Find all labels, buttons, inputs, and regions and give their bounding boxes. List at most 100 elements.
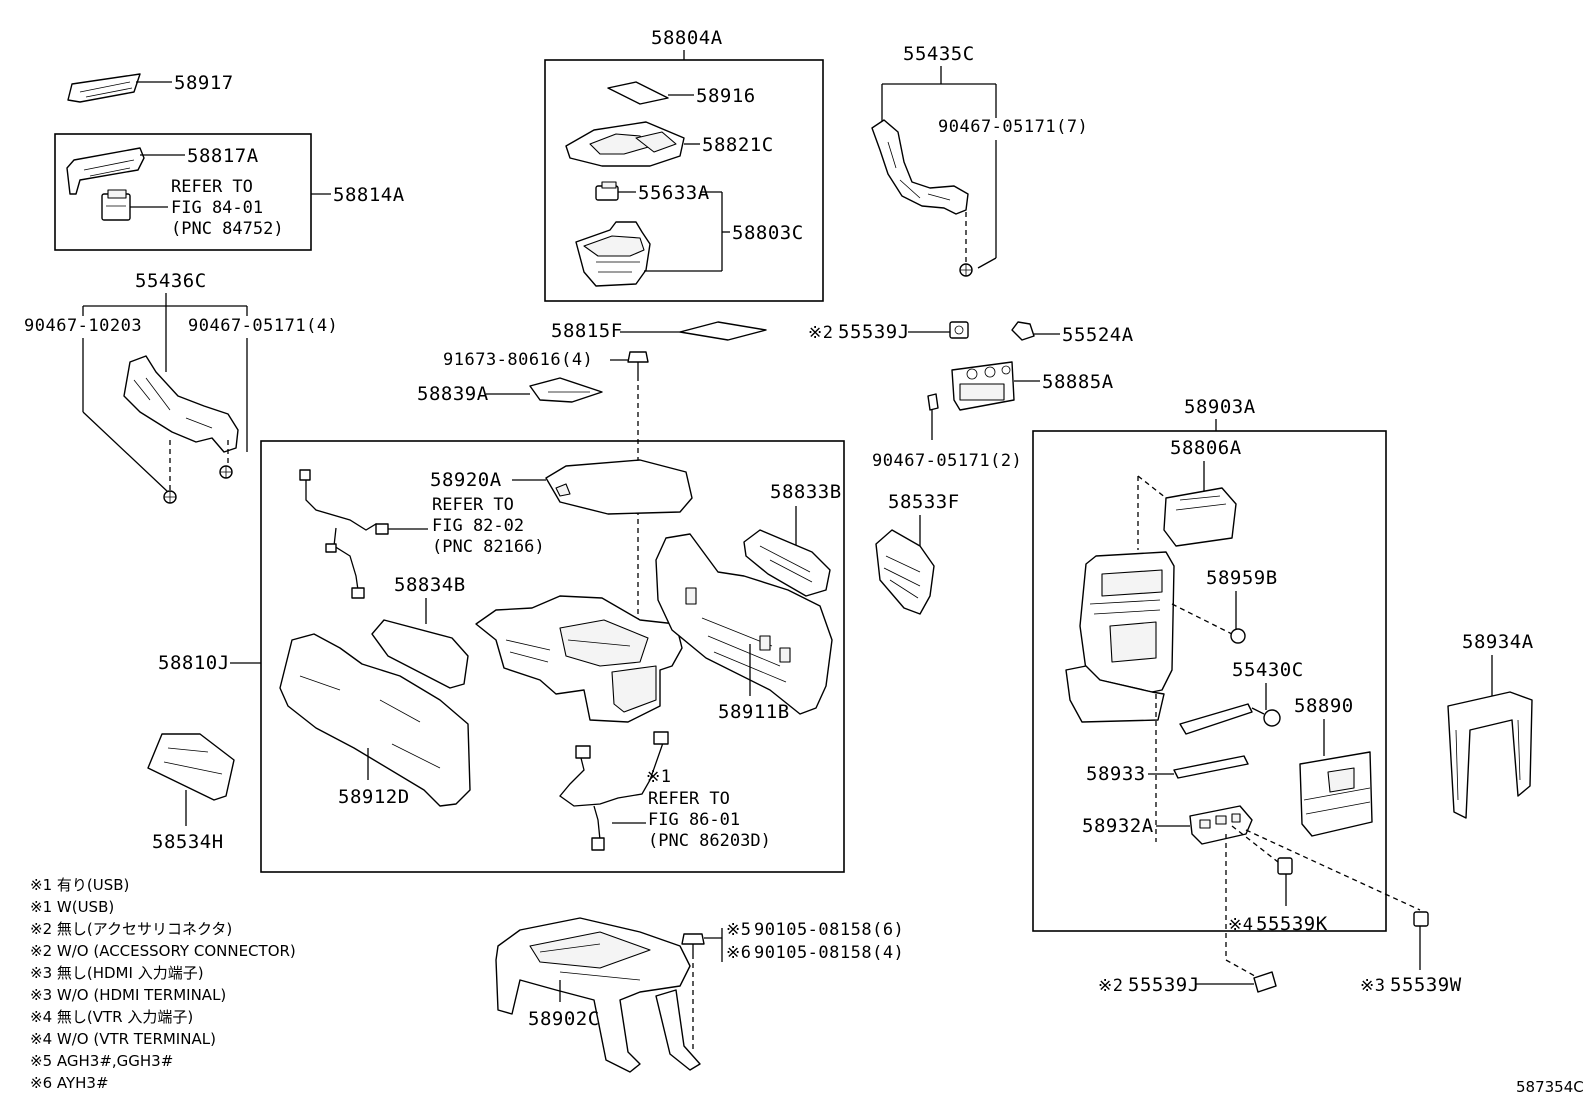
label-55539W: 55539W xyxy=(1390,974,1462,996)
label-mark-1: ※1 xyxy=(646,767,671,787)
label-mark-5: ※5 xyxy=(726,920,751,940)
part-58533F[interactable] xyxy=(875,529,935,615)
label-58912D: 58912D xyxy=(338,786,410,808)
label-58920A: 58920A xyxy=(430,469,502,491)
part-55539J-top[interactable] xyxy=(949,321,969,339)
refer-82-line2: FIG 82-02 xyxy=(432,516,524,536)
part-55539K[interactable] xyxy=(1277,857,1293,875)
label-55436C: 55436C xyxy=(135,270,207,292)
refer-86-line2: FIG 86-01 xyxy=(648,810,740,830)
part-58817A[interactable] xyxy=(66,147,145,195)
note-9: ※5 AGH3#,GGH3# xyxy=(30,1052,173,1070)
part-58890[interactable] xyxy=(1299,751,1373,837)
label-55539K: 55539K xyxy=(1256,913,1328,935)
refer-86-line1: REFER TO xyxy=(648,789,730,809)
label-58933: 58933 xyxy=(1086,763,1146,785)
part-58917[interactable] xyxy=(67,73,141,103)
label-58533F: 58533F xyxy=(888,491,960,513)
part-55524A[interactable] xyxy=(1011,321,1035,341)
part-58839A[interactable] xyxy=(529,377,603,403)
group-box-58903A xyxy=(1032,430,1387,932)
part-58833B[interactable] xyxy=(743,529,831,597)
label-58932A: 58932A xyxy=(1082,815,1154,837)
label-90467-05171-7: 90467-05171(7) xyxy=(938,117,1088,137)
label-58534H: 58534H xyxy=(152,831,224,853)
label-58934A: 58934A xyxy=(1462,631,1534,653)
part-86203D-harness[interactable] xyxy=(559,731,669,851)
clip-90467-10203[interactable] xyxy=(163,490,177,504)
part-console-body[interactable] xyxy=(475,595,683,723)
label-58817A: 58817A xyxy=(187,145,259,167)
note-2: ※1 W(USB) xyxy=(30,898,114,916)
part-55539W[interactable] xyxy=(1413,911,1429,927)
part-55430C[interactable] xyxy=(1179,703,1281,735)
label-58806A: 58806A xyxy=(1170,437,1242,459)
note-6: ※3 W/O (HDMI TERMINAL) xyxy=(30,986,226,1004)
part-58920A[interactable] xyxy=(545,459,693,515)
label-58902C: 58902C xyxy=(528,1008,600,1030)
part-58815F[interactable] xyxy=(679,321,767,341)
label-mark-3: ※3 xyxy=(1360,976,1385,996)
label-58821C: 58821C xyxy=(702,134,774,156)
part-58911B[interactable] xyxy=(655,533,833,715)
label-58917: 58917 xyxy=(174,72,234,94)
label-58834B: 58834B xyxy=(394,574,466,596)
illustration-id: 587354C xyxy=(1516,1078,1584,1096)
clip-90467-05171-2[interactable] xyxy=(927,393,939,411)
part-58806A[interactable] xyxy=(1163,487,1237,547)
refer-84-line2: FIG 84-01 xyxy=(171,198,263,218)
clip-90467-05171-4[interactable] xyxy=(219,465,233,479)
part-58834B[interactable] xyxy=(371,619,469,689)
note-4: ※2 W/O (ACCESSORY CONNECTOR) xyxy=(30,942,296,960)
label-58814A: 58814A xyxy=(333,184,405,206)
part-58803C[interactable] xyxy=(575,221,651,287)
label-90467-10203: 90467-10203 xyxy=(24,316,142,336)
part-55539J-bottom[interactable] xyxy=(1253,971,1277,993)
part-84752-switch[interactable] xyxy=(101,189,131,221)
label-55539J-bottom: 55539J xyxy=(1128,974,1200,996)
part-55435C[interactable] xyxy=(871,119,969,215)
label-mark-6: ※6 xyxy=(726,943,751,963)
part-58902C[interactable] xyxy=(495,917,701,1073)
label-58885A: 58885A xyxy=(1042,371,1114,393)
clip-90467-05171-7[interactable] xyxy=(959,263,973,277)
label-mark-2-top: ※2 xyxy=(808,323,833,343)
bolt-90105-08158[interactable] xyxy=(681,933,705,954)
label-91673-80616-4: 91673-80616(4) xyxy=(443,350,593,370)
group-box-58810J xyxy=(260,440,845,873)
label-55539J-top: 55539J xyxy=(838,321,910,343)
note-8: ※4 W/O (VTR TERMINAL) xyxy=(30,1030,216,1048)
refer-86-line3: (PNC 86203D) xyxy=(648,831,771,851)
note-3: ※2 無し(アクセサリコネクタ) xyxy=(30,920,232,938)
part-58903A-housing[interactable] xyxy=(1065,551,1175,723)
part-55436C[interactable] xyxy=(123,355,239,453)
part-58959B[interactable] xyxy=(1230,628,1246,644)
refer-84-line3: (PNC 84752) xyxy=(171,219,284,239)
bolt-91673-80616[interactable] xyxy=(627,351,649,376)
note-7: ※4 無し(VTR 入力端子) xyxy=(30,1008,193,1026)
label-mark-4: ※4 xyxy=(1228,915,1253,935)
notes-legend: ※1 有り(USB) ※1 W(USB) ※2 無し(アクセサリコネクタ) ※2… xyxy=(30,876,296,1092)
label-58916: 58916 xyxy=(696,85,756,107)
label-58959B: 58959B xyxy=(1206,567,1278,589)
part-58934A[interactable] xyxy=(1447,691,1533,819)
part-58932A[interactable] xyxy=(1189,805,1253,845)
part-55633A[interactable] xyxy=(595,181,619,201)
note-1: ※1 有り(USB) xyxy=(30,876,129,894)
part-58821C[interactable] xyxy=(565,121,685,167)
part-58885A[interactable] xyxy=(951,361,1015,411)
label-58890: 58890 xyxy=(1294,695,1354,717)
label-58911B: 58911B xyxy=(718,701,790,723)
part-58916[interactable] xyxy=(607,81,669,105)
refer-82-line3: (PNC 82166) xyxy=(432,537,545,557)
label-55430C: 55430C xyxy=(1232,659,1304,681)
part-82166-harness[interactable] xyxy=(299,469,389,599)
part-58933[interactable] xyxy=(1173,755,1249,779)
label-58803C: 58803C xyxy=(732,222,804,244)
part-58912D[interactable] xyxy=(279,633,471,807)
label-90467-05171-4: 90467-05171(4) xyxy=(188,316,338,336)
part-58534H[interactable] xyxy=(147,733,235,801)
label-55435C: 55435C xyxy=(903,43,975,65)
label-58810J: 58810J xyxy=(158,652,230,674)
